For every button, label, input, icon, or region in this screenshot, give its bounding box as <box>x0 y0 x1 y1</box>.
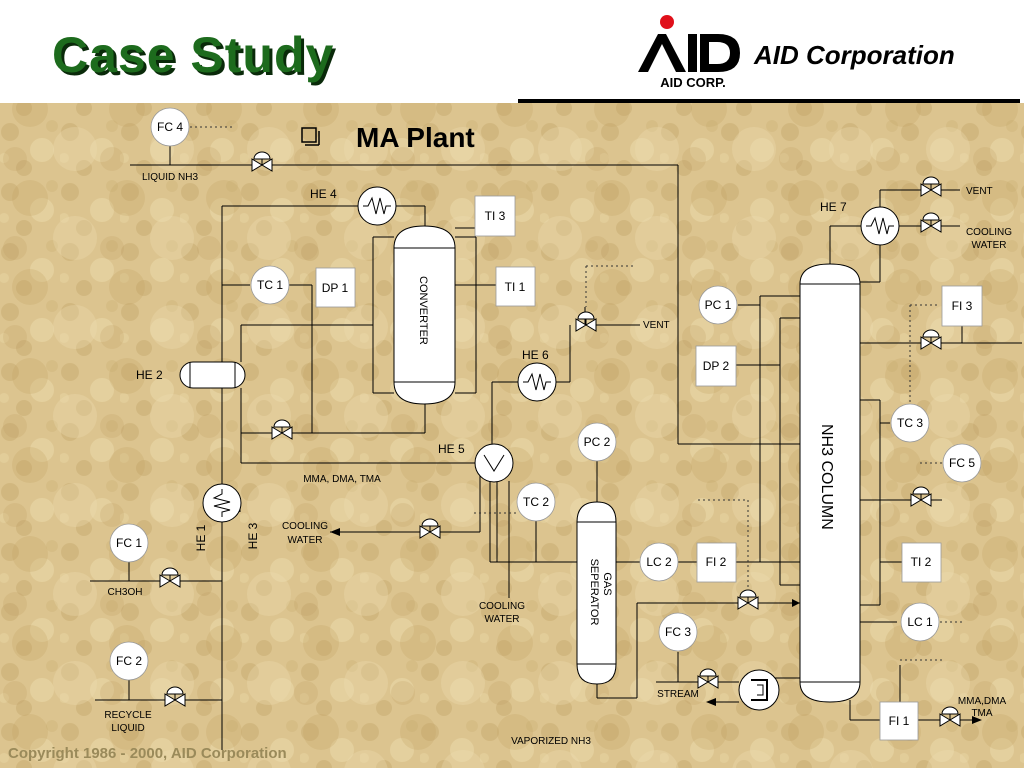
he5-exchanger[interactable] <box>474 443 514 483</box>
cooling-left-2: WATER <box>288 535 323 546</box>
valve[interactable] <box>271 419 293 440</box>
vent-mid-label: VENT <box>643 320 670 331</box>
logo-letter-i <box>688 34 697 72</box>
logo-text: AID CORP. <box>660 75 726 90</box>
ti3-label[interactable]: TI 3 <box>485 209 506 223</box>
gas-sep-label-2: SEPERATOR <box>588 559 600 626</box>
ti1-label[interactable]: TI 1 <box>505 280 526 294</box>
nh3-column[interactable] <box>799 263 861 703</box>
fi2-label[interactable]: FI 2 <box>706 555 727 569</box>
cooling-mid-1: COOLING <box>479 601 525 612</box>
he6-label: HE 6 <box>522 348 549 362</box>
cooling-water-r1: COOLING <box>966 227 1012 238</box>
lc2-label[interactable]: LC 2 <box>646 555 672 569</box>
valve[interactable] <box>737 589 759 610</box>
pc1-label[interactable]: PC 1 <box>705 298 732 312</box>
converter-vessel[interactable] <box>393 225 456 405</box>
gas-sep-label-1: GAS <box>601 572 613 595</box>
he2-label: HE 2 <box>136 368 163 382</box>
vaporized-label: VAPORIZED NH3 <box>511 736 591 747</box>
valve[interactable] <box>920 212 942 233</box>
dp1-label[interactable]: DP 1 <box>322 281 349 295</box>
cooling-left-1: COOLING <box>282 521 328 532</box>
he4-label: HE 4 <box>310 187 337 201</box>
fc1-label[interactable]: FC 1 <box>116 536 142 550</box>
he1-label: HE 1 <box>194 524 208 551</box>
he5-label: HE 5 <box>438 442 465 456</box>
valve[interactable] <box>575 311 597 332</box>
he3-label: HE 3 <box>246 522 260 549</box>
pc2-label[interactable]: PC 2 <box>584 435 611 449</box>
logo-red-dot <box>660 15 674 29</box>
liquid-nh3-label: LIQUID NH3 <box>142 172 199 183</box>
tc1-label[interactable]: TC 1 <box>257 278 283 292</box>
fi3-label[interactable]: FI 3 <box>952 299 973 313</box>
he7-exchanger[interactable] <box>860 206 900 246</box>
he1-exchanger[interactable] <box>202 483 242 523</box>
recycle-2: LIQUID <box>111 723 144 734</box>
aid-corp-logo: AID CORP. <box>638 15 740 90</box>
logo-letter-d <box>700 34 740 72</box>
tc2-label[interactable]: TC 2 <box>523 495 549 509</box>
product-2: TMA <box>971 708 992 719</box>
dp2-label[interactable]: DP 2 <box>703 359 730 373</box>
recycle-1: RECYCLE <box>104 710 152 721</box>
stream-label: STREAM <box>657 689 699 700</box>
mma-label: MMA, DMA, TMA <box>303 474 381 485</box>
lc1-label[interactable]: LC 1 <box>907 615 933 629</box>
subtitle: MA Plant <box>356 122 475 153</box>
he2-exchanger[interactable] <box>179 361 246 389</box>
vent-top-label: VENT <box>966 186 993 197</box>
process-diagram: FC 4 TC 1 FC 1 FC 2 PC 2 TC 2 LC 2 FC 3 … <box>0 103 1024 768</box>
he6-exchanger[interactable] <box>517 362 557 402</box>
ch3oh-label: CH3OH <box>107 587 142 598</box>
he4-exchanger[interactable] <box>357 186 397 226</box>
tc3-label[interactable]: TC 3 <box>897 416 923 430</box>
reboiler-exchanger[interactable] <box>738 669 780 711</box>
cooling-mid-2: WATER <box>485 614 520 625</box>
valve[interactable] <box>939 706 961 727</box>
fi1-label[interactable]: FI 1 <box>889 714 910 728</box>
gas-separator-vessel[interactable] <box>576 501 617 685</box>
valve[interactable] <box>159 567 181 588</box>
valve[interactable] <box>920 176 942 197</box>
he7-label: HE 7 <box>820 200 847 214</box>
valve[interactable] <box>419 518 441 539</box>
subtitle-group: MA Plant <box>301 122 475 153</box>
valve[interactable] <box>697 668 719 689</box>
valve[interactable] <box>920 329 942 350</box>
product-1: MMA,DMA <box>958 696 1007 707</box>
valve[interactable] <box>251 151 273 172</box>
slide-title: Case Study <box>52 27 335 83</box>
ti2-label[interactable]: TI 2 <box>911 555 932 569</box>
valve[interactable] <box>910 486 932 507</box>
fc5-label[interactable]: FC 5 <box>949 456 975 470</box>
company-name: AID Corporation <box>754 40 955 70</box>
cooling-water-r2: WATER <box>972 240 1007 251</box>
fc3-label[interactable]: FC 3 <box>665 625 691 639</box>
valve[interactable] <box>164 686 186 707</box>
fc4-label[interactable]: FC 4 <box>157 120 183 134</box>
column-label: NH3 COLUMN <box>818 424 835 530</box>
logo-letter-a <box>638 34 686 72</box>
checkbox-bullet-icon <box>301 127 317 143</box>
fc2-label[interactable]: FC 2 <box>116 654 142 668</box>
copyright-footer: Copyright 1986 - 2000, AID Corporation <box>8 745 287 762</box>
converter-label: CONVERTER <box>417 276 429 345</box>
header-rule <box>518 99 1020 105</box>
